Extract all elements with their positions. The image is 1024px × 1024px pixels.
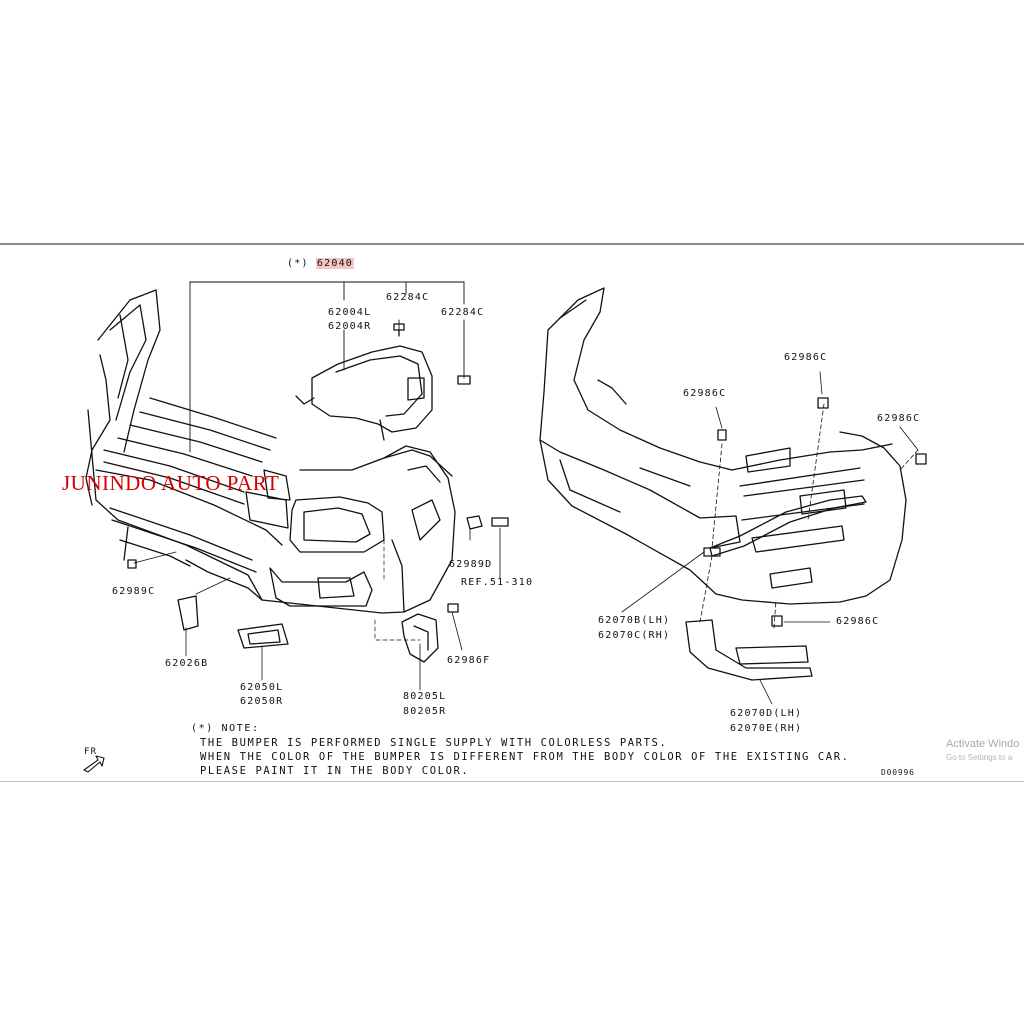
lower-molding-detail	[736, 646, 808, 664]
callout-62070d[interactable]: 62070D(LH)	[730, 708, 803, 719]
note-line-3: PLEASE PAINT IT IN THE BODY COLOR.	[200, 765, 470, 777]
activate-windows-subtitle: Go to Settings to a	[946, 753, 1013, 762]
callout-80205r[interactable]: 80205R	[403, 706, 447, 717]
fog-bezel-inner	[248, 630, 280, 644]
front-bumper-assembly	[86, 290, 500, 690]
bottom-divider	[0, 781, 1024, 782]
fasteners-right	[704, 398, 926, 626]
callout-62284c-top[interactable]: 62284C	[386, 292, 430, 303]
star-marker: (*)	[287, 258, 309, 269]
callout-62986c-lower[interactable]: 62986C	[836, 616, 880, 627]
lower-molding-62070d	[686, 620, 812, 680]
drawing-code: D00996	[881, 768, 915, 777]
assembly-label: (*) 62040	[287, 258, 355, 270]
note-line-2: WHEN THE COLOR OF THE BUMPER IS DIFFEREN…	[200, 751, 850, 763]
callout-62986c-left[interactable]: 62986C	[683, 388, 727, 399]
callout-62070c[interactable]: 62070C(RH)	[598, 630, 671, 641]
fitting-lines-right	[700, 404, 918, 628]
direction-label: FR	[84, 747, 98, 757]
callout-62070e[interactable]: 62070E(RH)	[730, 723, 803, 734]
assembly-bracket-lines	[190, 282, 464, 452]
upper-molding-62070b	[710, 496, 866, 556]
note-heading: (*) NOTE:	[191, 723, 260, 734]
callout-62986f[interactable]: 62986F	[447, 655, 491, 666]
callout-62050l[interactable]: 62050L	[240, 682, 284, 693]
splash-shield-62004	[296, 346, 432, 440]
bracket-80205	[402, 614, 438, 662]
watermark-text: JUNINDO AUTO PART	[62, 471, 280, 495]
callout-62284c-side[interactable]: 62284C	[441, 307, 485, 318]
callout-62004r[interactable]: 62004R	[328, 321, 372, 332]
callout-62050r[interactable]: 62050R	[240, 696, 284, 707]
callout-ref-51-310[interactable]: REF.51-310	[461, 577, 534, 588]
callout-62026b[interactable]: 62026B	[165, 658, 209, 669]
callout-62986c-mid[interactable]: 62986C	[784, 352, 828, 363]
rear-view-bumper	[540, 288, 906, 604]
callout-62986c-right[interactable]: 62986C	[877, 413, 921, 424]
callout-62989d[interactable]: 62989D	[449, 559, 493, 570]
fasteners-left	[128, 324, 508, 612]
callout-62989c[interactable]: 62989C	[112, 586, 156, 597]
leader-lines-right	[622, 372, 918, 704]
assembly-part-number[interactable]: 62040	[315, 258, 355, 269]
front-direction-arrow	[84, 756, 104, 772]
bracket-80205-detail	[414, 626, 428, 650]
cover-62026b	[178, 596, 198, 630]
top-divider	[0, 243, 1024, 245]
callout-80205l[interactable]: 80205L	[403, 691, 447, 702]
callout-62004l[interactable]: 62004L	[328, 307, 372, 318]
activate-windows-title: Activate Windo	[946, 738, 1020, 750]
fog-bezel-62050	[238, 624, 288, 648]
note-line-1: THE BUMPER IS PERFORMED SINGLE SUPPLY WI…	[200, 737, 668, 749]
callout-62070b[interactable]: 62070B(LH)	[598, 615, 671, 626]
